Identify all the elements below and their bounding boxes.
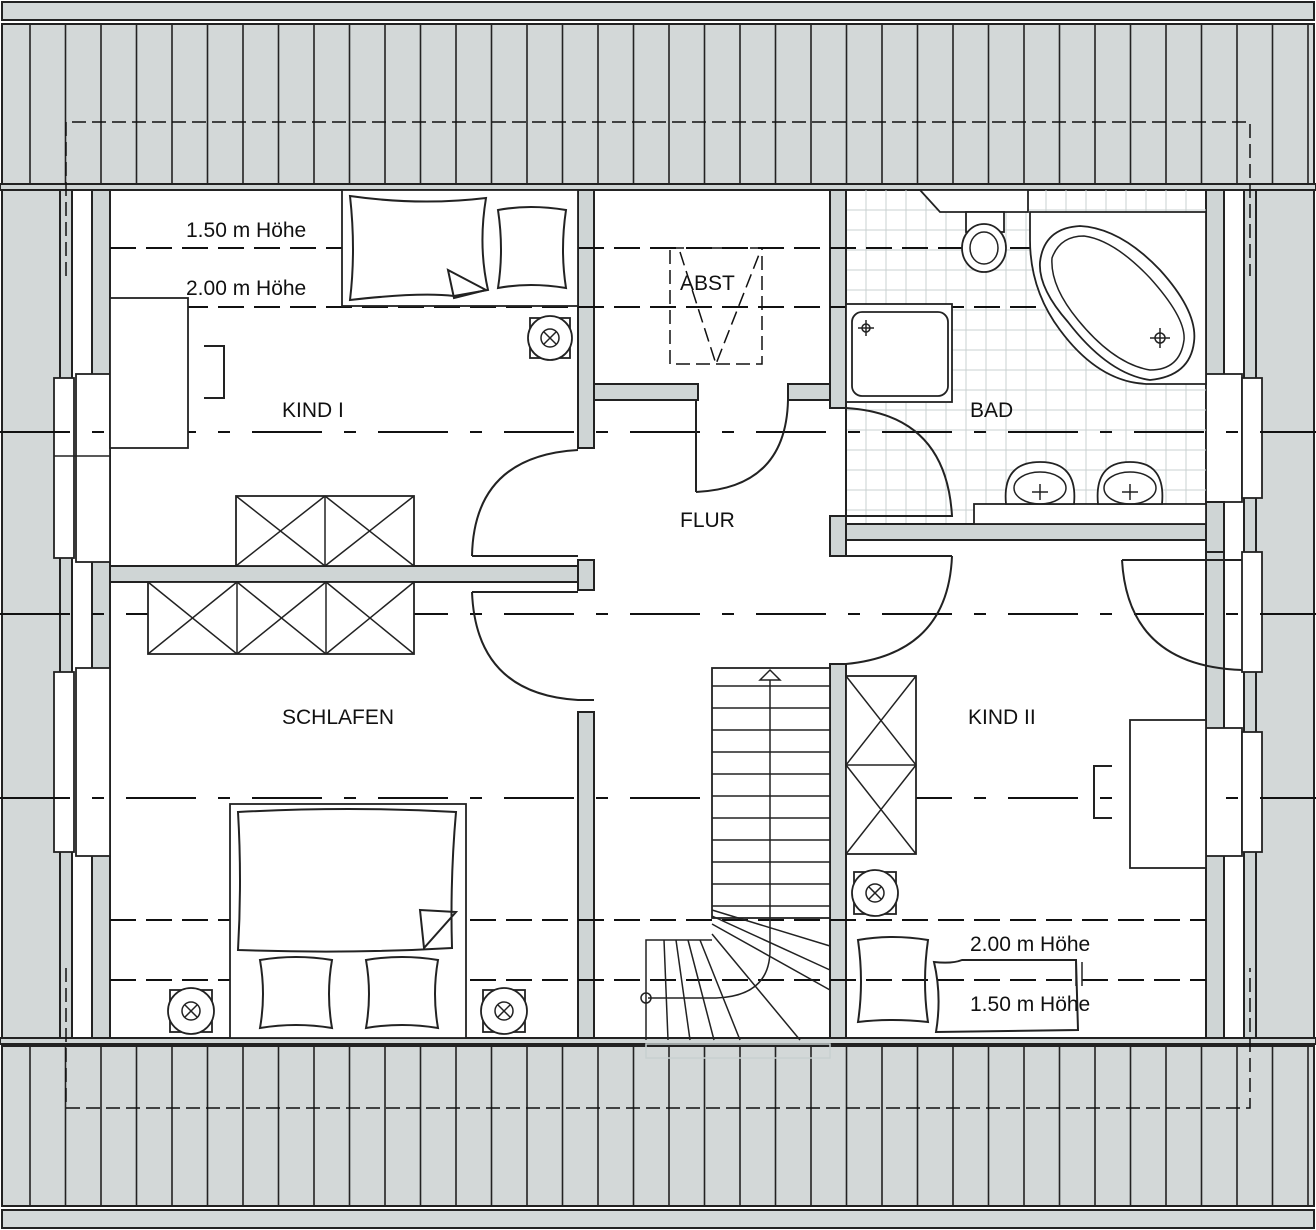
door-kind1[interactable] [471, 449, 579, 557]
room-label-flur: FLUR [680, 509, 735, 532]
door-abst[interactable] [695, 399, 789, 493]
schlafen-bed [229, 803, 467, 1039]
window-right-kind2 [1205, 551, 1263, 857]
roof-top [1, 1, 1315, 185]
schlafen-lamp-right-icon [480, 987, 528, 1035]
room-label-kind1: KIND I [282, 399, 344, 422]
bath-tub [1029, 211, 1207, 385]
room-label-abst: ABST [680, 272, 735, 295]
kind1-wardrobe [235, 495, 415, 567]
window-right-bath [1205, 373, 1263, 503]
bath-toilet [917, 189, 1029, 273]
bath-shower [845, 303, 953, 403]
staircase [640, 667, 831, 1059]
label-height-150-kind1: 1.50 m Höhe [186, 219, 306, 242]
window-left-upper [53, 373, 111, 563]
roof-bottom [1, 1045, 1315, 1229]
kind2-lamp-icon [851, 869, 899, 917]
door-schlafen[interactable] [471, 591, 594, 701]
room-label-kind2: KIND II [968, 706, 1036, 729]
kind2-height-markers [1075, 962, 1083, 986]
door-bad[interactable] [845, 407, 954, 517]
kind1-lamp-icon [527, 315, 573, 361]
bath-washbasins [973, 461, 1207, 525]
schlafen-wardrobe [147, 581, 415, 655]
interior-walls [109, 189, 1225, 1039]
window-left-lower [53, 667, 111, 857]
room-label-bad: BAD [970, 399, 1013, 422]
kind1-desk [109, 297, 225, 449]
label-height-150-kind2: 1.50 m Höhe [970, 993, 1090, 1016]
schlafen-lamp-left-icon [167, 987, 215, 1035]
door-kind2-balcony[interactable] [1121, 559, 1243, 671]
room-label-schlafen: SCHLAFEN [282, 706, 394, 729]
abst-hatch [669, 247, 763, 367]
label-height-200-kind1: 2.00 m Höhe [186, 277, 306, 300]
kind1-bed [341, 189, 579, 307]
door-kind2[interactable] [845, 555, 953, 665]
roof-outline-dashed [65, 121, 1251, 1109]
kind2-desk [1093, 719, 1207, 869]
kind2-bed [856, 936, 1080, 1034]
label-height-200-kind2: 2.00 m Höhe [970, 933, 1090, 956]
kind2-wardrobe [845, 675, 917, 855]
